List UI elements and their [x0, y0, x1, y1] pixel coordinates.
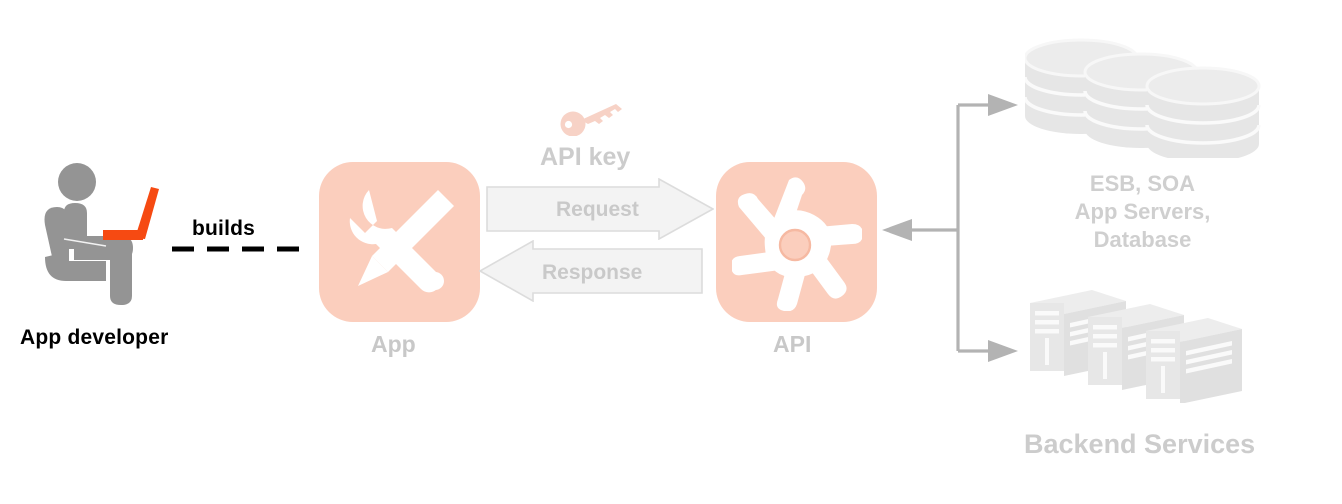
builds-label: builds — [192, 217, 256, 240]
app-label: App — [371, 331, 416, 357]
request-arrow — [486, 177, 715, 241]
seated-person-with-laptop-icon — [40, 160, 180, 310]
backend-label: Backend Services — [1024, 429, 1256, 459]
backend-return-arrowhead — [882, 219, 912, 241]
api-label: API — [773, 331, 812, 357]
backend-connector — [880, 85, 1020, 370]
server-racks-icon — [1030, 285, 1265, 404]
key-icon — [560, 100, 626, 137]
backend-down-arrowhead — [988, 340, 1018, 362]
datastores-label: ESB, SOA App Servers, Database — [1074, 171, 1211, 252]
wrench-and-pencil-icon — [333, 176, 466, 314]
api-key-label: API key — [540, 143, 631, 171]
developer-label: App developer — [20, 326, 169, 349]
api-hub-star-icon — [730, 175, 863, 316]
builds-dashed-connector — [172, 240, 302, 252]
response-arrow — [478, 239, 703, 303]
response-label: Response — [542, 261, 643, 284]
backend-up-arrowhead — [988, 94, 1018, 116]
database-cylinders-icon — [1023, 38, 1265, 164]
app-tile[interactable] — [319, 162, 480, 322]
api-tile[interactable] — [716, 162, 877, 322]
request-label: Request — [556, 198, 639, 221]
